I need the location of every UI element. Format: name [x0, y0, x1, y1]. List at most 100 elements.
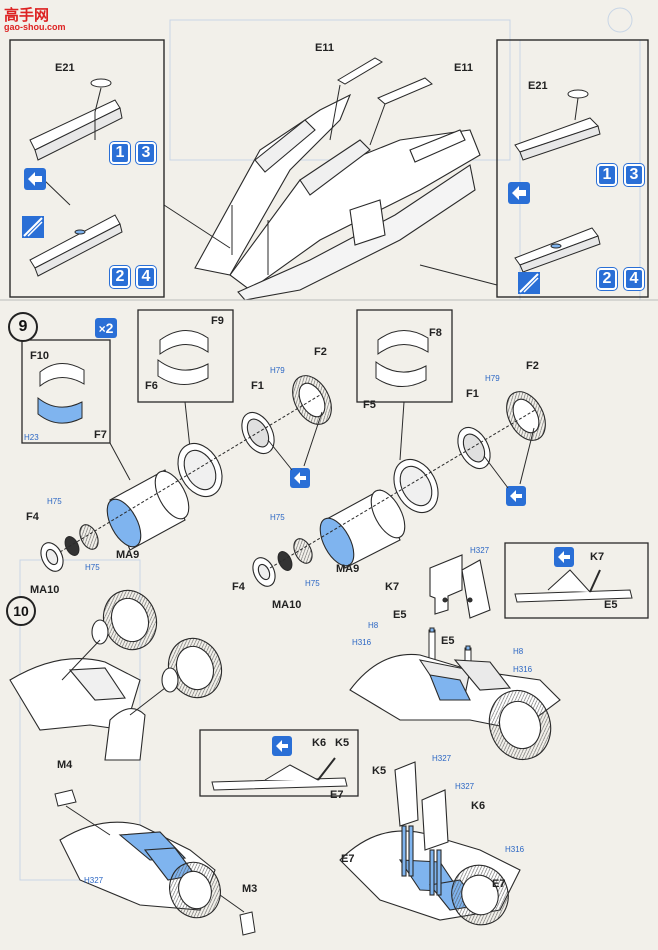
leader-f9-box: [184, 401, 191, 449]
watermark-logo: 高手网: [4, 7, 50, 24]
leader-connector-9b: [483, 427, 535, 489]
part-label: F4: [232, 581, 245, 593]
arrow-step10: [61, 639, 166, 716]
part-label: F4: [26, 511, 39, 523]
part-label: K6: [312, 737, 327, 749]
leader-left-panel: [163, 204, 231, 249]
part-k5-k6-fins: [394, 761, 449, 896]
part-label: E21: [55, 62, 75, 74]
leader-m-parts: [65, 805, 245, 913]
part-label: E5: [604, 599, 618, 611]
panel-number-box: 4: [624, 268, 644, 290]
left-detail-wing-bottom: [29, 214, 123, 277]
paint-code: H79: [485, 374, 500, 383]
part-label: F9: [211, 315, 224, 327]
part-f10-f7-ring: [37, 363, 85, 424]
part-f8-f5-ring: [375, 330, 429, 387]
part-label: K6: [471, 800, 486, 812]
connector-arrow-icon-9a: [290, 468, 310, 488]
part-label: E7: [330, 789, 344, 801]
leader-e21-right: [574, 97, 579, 121]
leader-f10-box: [109, 442, 131, 481]
leader-wing: [43, 179, 71, 206]
connector-arrow-icon-9b: [506, 486, 526, 506]
detail-k6-k5-e7-drawing: [211, 757, 348, 791]
fuselage-lower-left: [59, 821, 221, 919]
part-label: E11: [315, 42, 334, 54]
connector-arrow-icon-right: [508, 182, 530, 204]
part-label: MA10: [30, 584, 60, 596]
part-label: K5: [335, 737, 350, 749]
part-label: K5: [372, 765, 387, 777]
panel-number-box: 3: [624, 164, 644, 186]
panel-number-box: 4: [136, 266, 156, 288]
leader-e21-left: [94, 87, 102, 113]
right-detail-wing-top: [514, 117, 601, 161]
part-label: E7: [492, 878, 506, 890]
part-label: F1: [251, 380, 264, 392]
part-k7-stand: [429, 554, 491, 619]
decal-icon: [22, 216, 44, 238]
engine-left-exploded: [40, 375, 332, 572]
leader-f8-box: [399, 401, 405, 461]
detail-panel-right: [496, 39, 649, 298]
part-label: MA10: [272, 599, 302, 611]
paint-code: H75: [47, 497, 62, 506]
detail-panel-left: [9, 39, 165, 298]
part-f9-f6-ring: [157, 330, 209, 385]
paint-code: H75: [85, 563, 100, 572]
multiplier-value: 2: [105, 320, 114, 336]
decal-icon-right: [518, 272, 540, 294]
leader-e11-a: [329, 84, 341, 141]
part-label: E5: [393, 609, 407, 621]
part-label: MA9: [116, 549, 140, 561]
paint-code: H327: [432, 754, 452, 763]
fuselage-assembly: [194, 93, 481, 301]
part-m3: [239, 911, 256, 936]
part-label: F10: [30, 350, 49, 362]
part-e21-left: [90, 78, 112, 88]
paint-code: H327: [455, 782, 475, 791]
part-label: F6: [145, 380, 158, 392]
paint-code: H327: [84, 876, 104, 885]
paint-code: H79: [270, 366, 285, 375]
connector-arrow-icon-k6: [272, 736, 292, 756]
center-axis-right: [269, 409, 536, 569]
paint-code: H23: [24, 433, 39, 442]
leader-right-panel: [419, 264, 498, 286]
left-detail-wing-top: [29, 99, 123, 161]
part-e11-b: [377, 77, 433, 105]
step10-engine-b: [104, 637, 223, 761]
fuselage-lower-right-a: [349, 653, 561, 761]
part-label: F2: [526, 360, 539, 372]
paint-code: H316: [352, 638, 372, 647]
paint-code: H75: [305, 579, 320, 588]
paint-code: H316: [505, 845, 525, 854]
part-label: F1: [466, 388, 479, 400]
panel-number-box: 3: [136, 142, 156, 164]
part-label: MA9: [336, 563, 360, 575]
part-label: M4: [57, 759, 73, 771]
detail-box-k6-k5-e7: [199, 729, 359, 797]
part-label: F8: [429, 327, 442, 339]
right-detail-wing-bottom: [514, 227, 601, 273]
panel-number-box: 2: [597, 268, 617, 290]
detail-box-k7-e5: [504, 542, 649, 619]
part-e11-a: [337, 57, 383, 85]
part-label: F7: [94, 429, 107, 441]
step-number-10: 10: [6, 596, 36, 626]
part-m4: [54, 789, 77, 807]
part-label: F5: [363, 399, 376, 411]
paint-code: H316: [513, 665, 533, 674]
part-label: E5: [441, 635, 455, 647]
part-e21-right: [567, 89, 589, 99]
paint-code: H8: [513, 647, 524, 656]
panel-number-box: 1: [597, 164, 617, 186]
part-label: K7: [385, 581, 400, 593]
part-label: E7: [341, 853, 355, 865]
part-label: M3: [242, 883, 258, 895]
part-label: F2: [314, 346, 327, 358]
detail-box-f10-f7: [21, 339, 111, 444]
paint-code: H327: [470, 546, 490, 555]
